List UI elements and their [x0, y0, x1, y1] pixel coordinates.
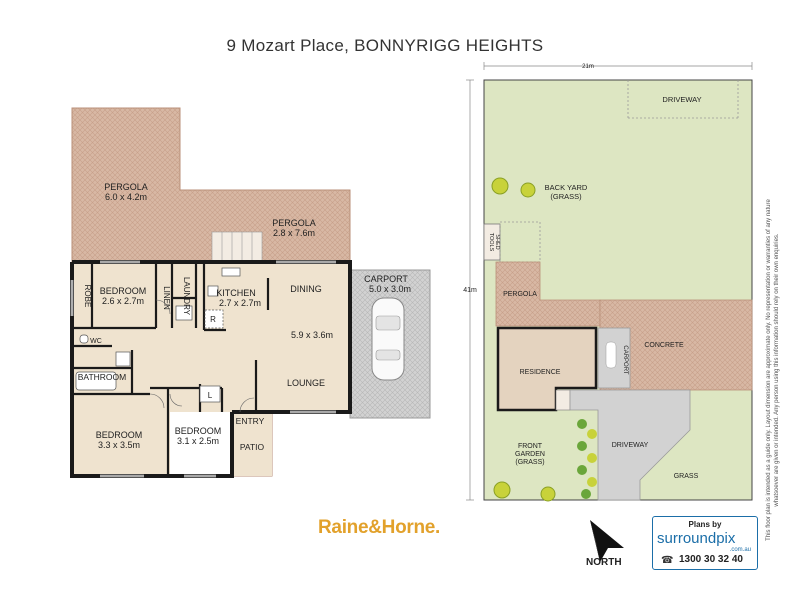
- grass-label: GRASS: [674, 473, 699, 480]
- stairs: [211, 231, 263, 263]
- plans-by-label: Plans by: [688, 520, 722, 529]
- robe-label: ROBE: [83, 285, 92, 308]
- bedroom-3-label: BEDROOM: [175, 426, 222, 436]
- site-depth-dim: 41m: [463, 287, 477, 294]
- kitchen-bench: [221, 267, 241, 277]
- disclaimer-line-2: whatsoever are given or intended. Any pe…: [774, 233, 780, 507]
- bathroom-label: BATHROOM: [78, 372, 126, 382]
- front-driveway: [569, 389, 691, 501]
- lounge-label: LOUNGE: [287, 378, 325, 388]
- front-garden-label: FRONT: [518, 443, 543, 450]
- site-carport-label: CARPORT: [622, 345, 628, 375]
- pergola-1-label: PERGOLA: [104, 182, 148, 192]
- carport-label: CARPORT: [364, 274, 408, 284]
- bedroom-2-size: 3.3 x 3.5m: [98, 440, 140, 450]
- front-garden-sub: (GRASS): [515, 459, 544, 466]
- laundry-label: LAUNDRY: [182, 277, 191, 316]
- back-yard-label: BACK YARD: [545, 183, 588, 192]
- stove-icon: [207, 285, 219, 297]
- north-arrow-icon: [590, 520, 624, 562]
- tools-shed-line1: TOOLS: [488, 233, 494, 252]
- residence: [496, 326, 598, 412]
- plans-by-box: Plans by surroundpix .com.au ☎ 1300 30 3…: [652, 516, 758, 570]
- fridge-label: R: [210, 315, 216, 324]
- kitchen-size: 2.7 x 2.7m: [219, 298, 261, 308]
- front-driveway-label: DRIVEWAY: [612, 442, 649, 449]
- phone-number: 1300 30 32 40: [679, 554, 743, 565]
- garden-trees: [491, 177, 597, 502]
- disclaimer: This floor plan is intended as a guide o…: [764, 150, 786, 590]
- brand-name: surroundpix: [657, 530, 736, 547]
- bedroom-1-size: 2.6 x 2.7m: [102, 296, 144, 306]
- back-yard-sub: (GRASS): [550, 192, 582, 201]
- bedroom-3-size: 3.1 x 2.5m: [177, 436, 219, 446]
- site-width-dim: 21m: [582, 64, 594, 70]
- site-pergola-label: PERGOLA: [503, 291, 537, 298]
- patio-label: PATIO: [240, 442, 265, 452]
- north-label: NORTH: [586, 557, 622, 568]
- kitchen-label: KITCHEN: [216, 288, 256, 298]
- bedroom-1-label: BEDROOM: [100, 286, 147, 296]
- carport-size: 5.0 x 3.0m: [369, 284, 411, 294]
- toilet-icon: [79, 334, 89, 344]
- page-title: 9 Mozart Place, BONNYRIGG HEIGHTS: [226, 36, 544, 55]
- laundry-linen-box: [199, 385, 221, 403]
- car-icon: [371, 297, 405, 381]
- linen-box-label: L: [208, 391, 213, 400]
- laundry-tub-icon: [175, 305, 193, 321]
- interior-floor: [72, 262, 350, 476]
- front-garden-label-2: GARDEN: [515, 451, 545, 458]
- residence-label: RESIDENCE: [520, 369, 561, 376]
- bedroom-2-label: BEDROOM: [96, 430, 143, 440]
- brand-domain: .com.au: [729, 547, 751, 553]
- tools-shed-line2: SHED: [494, 234, 500, 249]
- agency-logo: Raine&Horne.: [318, 517, 441, 538]
- bath-icon: [75, 371, 117, 391]
- wc-label: WC: [90, 338, 102, 345]
- top-driveway-label: DRIVEWAY: [662, 95, 701, 104]
- entry-label: ENTRY: [236, 416, 265, 426]
- shower-icon: [115, 351, 131, 367]
- dining-label: DINING: [290, 284, 322, 294]
- disclaimer-line-1: This floor plan is intended as a guide o…: [766, 199, 772, 541]
- pergola-1-size: 6.0 x 4.2m: [105, 192, 147, 202]
- linen-label: LINEN: [162, 286, 171, 310]
- phone-icon: ☎: [661, 555, 674, 566]
- living-size: 5.9 x 3.6m: [291, 330, 333, 340]
- pergola-2-size: 2.8 x 7.6m: [273, 228, 315, 238]
- pergola-2-label: PERGOLA: [272, 218, 316, 228]
- concrete-label: CONCRETE: [644, 342, 684, 349]
- fridge-icon: [204, 309, 224, 329]
